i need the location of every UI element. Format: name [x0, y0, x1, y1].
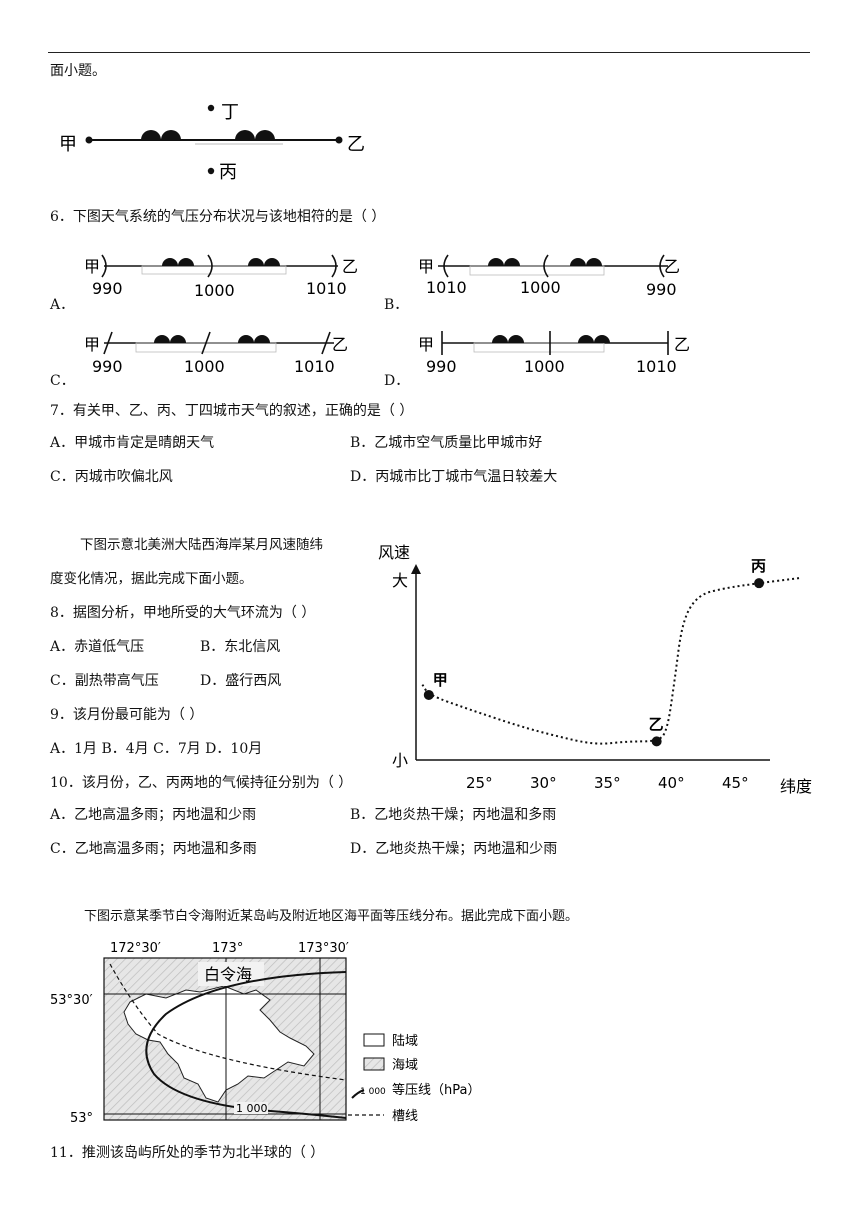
svg-text:乙: 乙: [674, 335, 690, 354]
legend-sea-label: 海域: [392, 1058, 418, 1073]
q10-option-a: A．乙地高温多雨；丙地温和少雨: [50, 807, 257, 823]
svg-text:甲: 甲: [418, 257, 434, 276]
svg-text:990: 990: [646, 280, 677, 299]
q7-stem: 7．有关甲、乙、丙、丁四城市天气的叙述，正确的是（ ）: [50, 403, 414, 419]
legend-isobar-sample: 1 000: [360, 1087, 386, 1097]
svg-text:990: 990: [92, 357, 123, 376]
x-tick-label: 30°: [530, 774, 557, 792]
svg-text:1010: 1010: [636, 357, 677, 376]
wind-speed-chart: 风速 大 小 纬度 25° 30° 35° 40° 45° 甲乙 丙: [378, 543, 812, 796]
q6-option-c-letter: C．: [50, 373, 75, 389]
q8-option-b: B．东北信风: [200, 639, 281, 655]
isobar-value: 1 000: [236, 1102, 268, 1115]
wind-speed-curve: [421, 577, 801, 745]
q7-option-d: D．丙城市比丁城市气温日较差大: [350, 469, 558, 485]
q10-option-d: D．乙地炎热干燥；丙地温和少雨: [350, 841, 558, 857]
q6-option-a-letter: A．: [50, 297, 75, 313]
data-point-label: 乙: [649, 715, 664, 733]
legend-sea-swatch: [363, 1057, 385, 1071]
q6-option-b-letter: B．: [384, 297, 409, 313]
q10-stem: 10．该月份，乙、丙两地的气候持征分别为（ ）: [50, 775, 353, 791]
point-yi: [335, 136, 343, 144]
svg-text:1000: 1000: [520, 278, 561, 297]
svg-text:990: 990: [426, 357, 457, 376]
island-land: [123, 985, 315, 1103]
top-divider: [48, 52, 810, 53]
sea-label: 白令海: [204, 965, 252, 984]
q6-option-c-diagram: 甲 乙 990 1000 1010: [84, 331, 348, 376]
y-axis-arrow: [411, 564, 421, 574]
svg-text:1010: 1010: [306, 279, 347, 298]
q10-option-c: C．乙地高温多雨；丙地温和多雨: [50, 841, 257, 857]
svg-text:甲: 甲: [418, 335, 434, 354]
q6-option-d-letter: D．: [384, 373, 410, 389]
q6-option-b-diagram: 甲 乙 1010 1000 990: [418, 254, 680, 299]
svg-text:1010: 1010: [294, 357, 335, 376]
intro3: 下图示意某季节白令海附近某岛屿及附近地区海平面等压线分布。据此完成下面小题。: [84, 909, 579, 924]
intro2-line1: 下图示意北美洲大陆西海岸某月风速随纬: [80, 537, 323, 553]
q8-option-a: A．赤道低气压: [50, 639, 145, 655]
q7-option-b: B．乙城市空气质量比甲城市好: [350, 435, 543, 451]
intro2-line2: 度变化情况，据此完成下面小题。: [50, 571, 253, 587]
chart-ylabel: 风速: [378, 543, 410, 562]
warm-front-symbol-2: [235, 130, 275, 140]
lon-label-2: 173°: [212, 941, 243, 956]
svg-text:1000: 1000: [524, 357, 565, 376]
q7-option-c: C．丙城市吹偏北风: [50, 469, 173, 485]
svg-text:1000: 1000: [184, 357, 225, 376]
front-bottom-label: 丙: [219, 162, 237, 183]
isobar-line: [145, 971, 347, 1119]
header-continuation: 面小题。: [50, 63, 106, 79]
legend-land-label: 陆域: [392, 1033, 418, 1049]
data-point: [754, 578, 765, 589]
q10-option-b: B．乙地炎热干燥；丙地温和多雨: [350, 807, 557, 823]
lon-label-1: 172°30′: [110, 941, 161, 956]
lat-label-2: 53°: [70, 1111, 93, 1126]
lat-label-1: 53°30′: [50, 993, 93, 1008]
svg-text:乙: 乙: [664, 257, 680, 276]
x-tick-label: 25°: [466, 774, 493, 792]
chart-y-bottom-label: 小: [392, 751, 408, 770]
legend-trough-label: 槽线: [392, 1109, 418, 1124]
point-ding: [207, 104, 215, 112]
svg-text:1000: 1000: [194, 281, 235, 300]
x-tick-label: 35°: [594, 774, 621, 792]
q11-stem: 11．推测该岛屿所处的季节为北半球的（ ）: [50, 1145, 325, 1161]
chart-y-top-label: 大: [392, 571, 408, 590]
svg-text:乙: 乙: [342, 257, 358, 276]
legend-land-swatch: [363, 1033, 385, 1047]
q8-option-d: D．盛行西风: [200, 673, 282, 689]
q7-option-a: A．甲城市肯定是晴朗天气: [50, 435, 215, 451]
x-tick-label: 45°: [722, 774, 749, 792]
warm-front-symbol-1: [141, 130, 181, 140]
q6-option-d-diagram: 甲 乙 990 1000 1010: [418, 331, 690, 376]
front-top-label: 丁: [221, 102, 239, 123]
front-left-label: 甲: [59, 134, 77, 155]
lon-label-3: 173°30′: [298, 941, 349, 956]
isobar-map: 172°30′ 173° 173°30′ 53°30′ 53° 白令海 1 00…: [50, 941, 480, 1126]
data-point-label: 甲: [433, 671, 448, 689]
data-point-label: 丙: [751, 557, 766, 575]
q6-option-a-diagram: 甲 乙 990 1000 1010: [84, 254, 358, 300]
q8-option-c: C．副热带高气压: [50, 673, 159, 689]
q9-stem: 9．该月份最可能为（ ）: [50, 707, 204, 723]
data-point: [423, 689, 434, 700]
svg-text:1010: 1010: [426, 278, 467, 297]
point-bing: [207, 167, 215, 175]
chart-xlabel: 纬度: [780, 777, 812, 796]
trough-line: [109, 963, 347, 1081]
front-right-label: 乙: [347, 134, 365, 155]
svg-text:990: 990: [92, 279, 123, 298]
q9-options: A．1月 B．4月 C．7月 D．10月: [50, 741, 263, 757]
svg-text:甲: 甲: [84, 335, 100, 354]
x-tick-label: 40°: [658, 774, 685, 792]
svg-text:甲: 甲: [84, 257, 100, 276]
svg-text:乙: 乙: [332, 335, 348, 354]
q6-stem: 6．下图天气系统的气压分布状况与该地相符的是（ ）: [50, 209, 386, 225]
data-point: [651, 736, 662, 747]
q8-stem: 8．据图分析，甲地所受的大气环流为（ ）: [50, 605, 316, 621]
front-diagram: 甲 乙 丁 丙: [59, 102, 365, 183]
legend-isobar-label: 等压线（hPa）: [392, 1082, 480, 1098]
